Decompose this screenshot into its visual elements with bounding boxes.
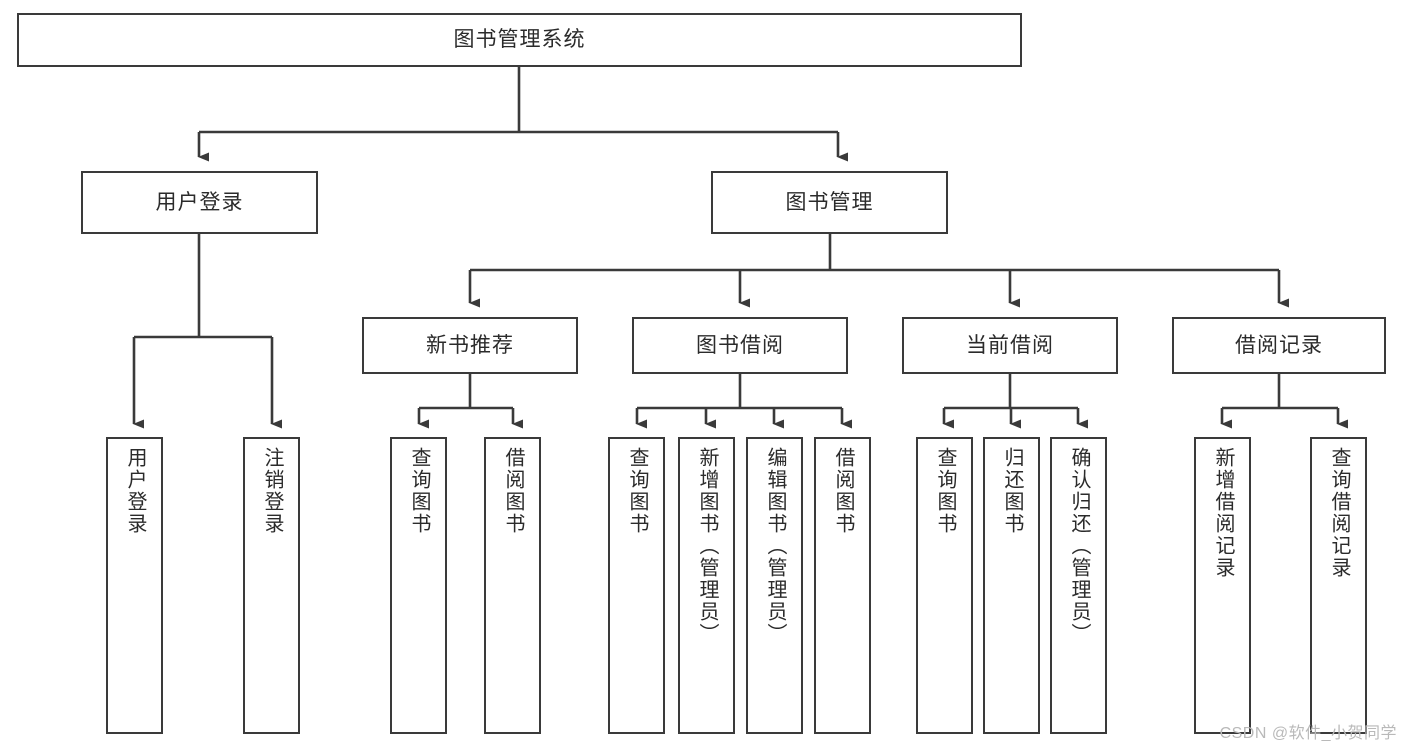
leaf-query-borrow-record[interactable]: 查询借阅记录 (1310, 437, 1367, 734)
leaf-borrow-book[interactable]: 借阅图书 (814, 437, 871, 734)
leaf-label: 新增图书（管理员） (696, 447, 718, 645)
node-new-book-recommend[interactable]: 新书推荐 (362, 317, 578, 374)
leaf-user-logout[interactable]: 注销登录 (243, 437, 300, 734)
leaf-label: 编辑图书（管理员） (764, 447, 786, 645)
leaf-label: 用户登录 (124, 447, 146, 535)
leaf-label: 查询借阅记录 (1328, 447, 1350, 579)
leaf-query-book-borrow[interactable]: 查询图书 (608, 437, 665, 734)
leaf-user-login[interactable]: 用户登录 (106, 437, 163, 734)
leaf-add-borrow-record[interactable]: 新增借阅记录 (1194, 437, 1251, 734)
leaf-return-book[interactable]: 归还图书 (983, 437, 1040, 734)
leaf-query-book-recommend[interactable]: 查询图书 (390, 437, 447, 734)
leaf-borrow-book-recommend[interactable]: 借阅图书 (484, 437, 541, 734)
leaf-label: 查询图书 (408, 447, 430, 535)
node-book-borrow[interactable]: 图书借阅 (632, 317, 848, 374)
node-current-borrow[interactable]: 当前借阅 (902, 317, 1118, 374)
node-user-login[interactable]: 用户登录 (81, 171, 318, 234)
node-book-manage[interactable]: 图书管理 (711, 171, 948, 234)
leaf-label: 新增借阅记录 (1212, 447, 1234, 579)
leaf-label: 借阅图书 (832, 447, 854, 535)
leaf-label: 注销登录 (261, 447, 283, 535)
leaf-add-book-admin[interactable]: 新增图书（管理员） (678, 437, 735, 734)
node-root-system[interactable]: 图书管理系统 (17, 13, 1022, 67)
leaf-confirm-return-admin[interactable]: 确认归还（管理员） (1050, 437, 1107, 734)
watermark-text: CSDN @软件_小贺同学 (1219, 725, 1397, 742)
leaf-label: 归还图书 (1001, 447, 1023, 535)
leaf-label: 查询图书 (626, 447, 648, 535)
leaf-label: 借阅图书 (502, 447, 524, 535)
leaf-label: 查询图书 (934, 447, 956, 535)
leaf-query-book-current[interactable]: 查询图书 (916, 437, 973, 734)
node-borrow-record[interactable]: 借阅记录 (1172, 317, 1386, 374)
leaf-edit-book-admin[interactable]: 编辑图书（管理员） (746, 437, 803, 734)
leaf-label: 确认归还（管理员） (1068, 447, 1090, 645)
